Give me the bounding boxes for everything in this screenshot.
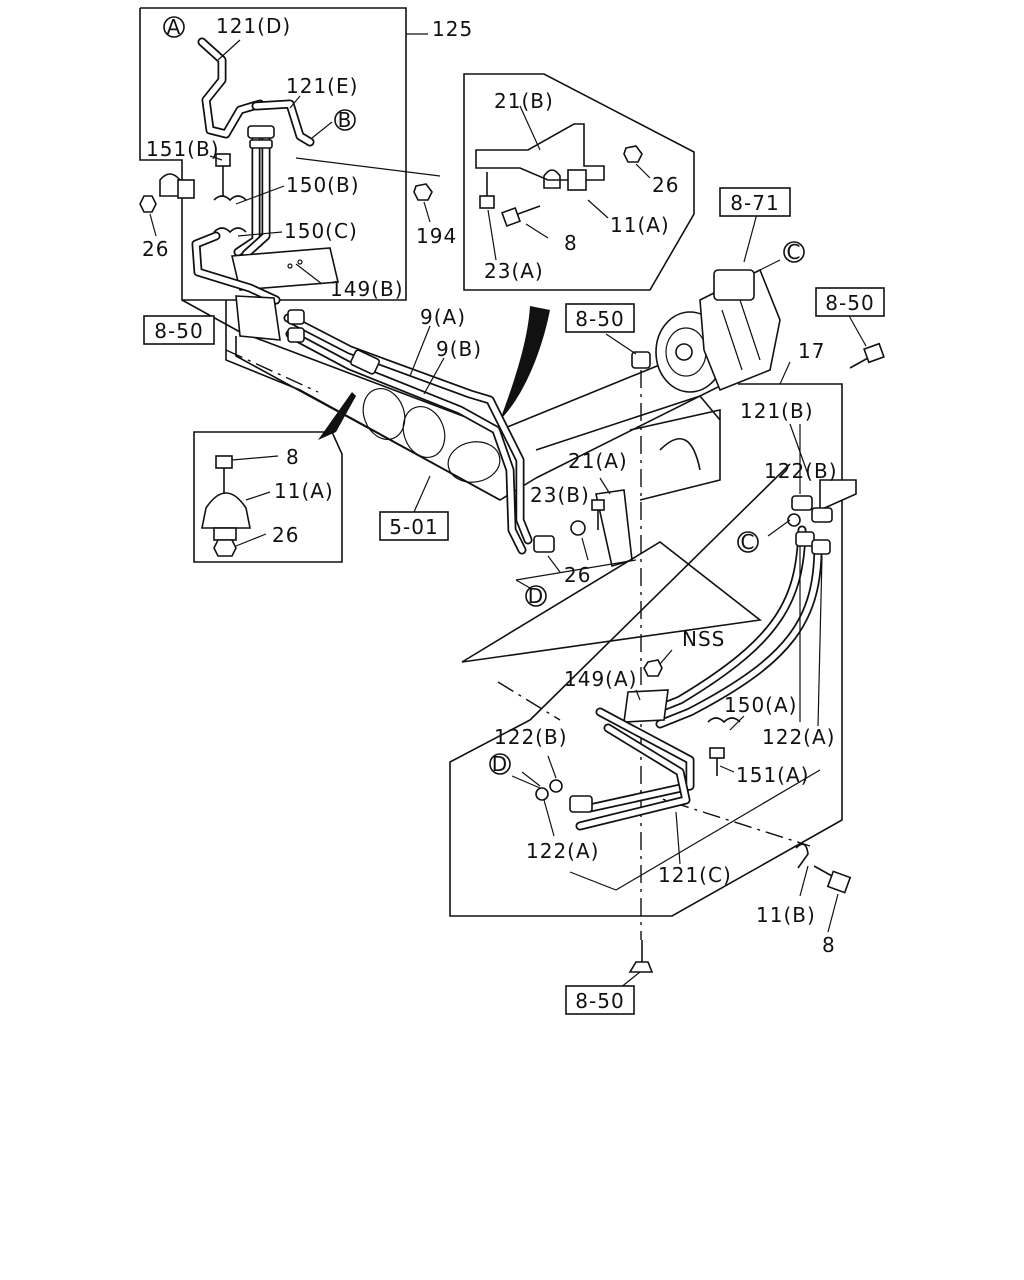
ref-8-71: 8-71 bbox=[730, 191, 779, 215]
compressor bbox=[655, 209, 781, 393]
pipe-9ab bbox=[283, 309, 555, 555]
label-194: 194 bbox=[416, 224, 457, 248]
callout-c-top: C bbox=[783, 240, 805, 264]
callout-d-low-text: D bbox=[492, 752, 508, 776]
ref-8-50-right: 8-50 bbox=[825, 291, 874, 315]
label-150b: 150(B) bbox=[286, 173, 360, 197]
label-8-clamp: 8 bbox=[286, 445, 300, 469]
label-122b-top: 122(B) bbox=[764, 459, 838, 483]
detail-box-125 bbox=[139, 7, 441, 305]
label-21b: 21(B) bbox=[494, 89, 554, 113]
ref-8-50-bottom: 8-50 bbox=[575, 989, 624, 1013]
bracket-21a bbox=[515, 477, 637, 589]
callout-c-right-text: C bbox=[741, 530, 756, 554]
label-121d: 121(D) bbox=[216, 14, 291, 38]
label-26-left: 26 bbox=[142, 237, 169, 261]
callout-c-top-text: C bbox=[787, 240, 802, 264]
label-11b: 11(B) bbox=[756, 903, 816, 927]
label-121c: 121(C) bbox=[658, 863, 732, 887]
label-26-clamp: 26 bbox=[272, 523, 299, 547]
callout-b-text: B bbox=[338, 108, 353, 132]
callout-c-right: C bbox=[737, 530, 759, 554]
label-21a: 21(A) bbox=[568, 449, 628, 473]
label-17: 17 bbox=[798, 339, 825, 363]
ref-box-5-01: 5-01 bbox=[379, 511, 449, 541]
label-26-mid: 26 bbox=[564, 563, 591, 587]
pointer-wedge-left bbox=[318, 392, 356, 440]
label-121e: 121(E) bbox=[286, 74, 358, 98]
label-8-box: 8 bbox=[564, 231, 578, 255]
detail-box-17 bbox=[449, 361, 857, 933]
ref-8-50-left: 8-50 bbox=[154, 319, 203, 343]
ref-8-50-mid: 8-50 bbox=[575, 307, 624, 331]
label-150c: 150(C) bbox=[284, 219, 358, 243]
label-23b: 23(B) bbox=[530, 483, 590, 507]
centerline-8-50 bbox=[605, 313, 885, 989]
label-11a-clamp: 11(A) bbox=[274, 479, 334, 503]
callout-a-text: A bbox=[167, 15, 182, 39]
label-125: 125 bbox=[432, 17, 473, 41]
label-122b-low: 122(B) bbox=[494, 725, 568, 749]
label-23a: 23(A) bbox=[484, 259, 544, 283]
ref-box-8-50-mid: 8-50 bbox=[565, 303, 635, 333]
callout-d-mid-text: D bbox=[528, 584, 544, 608]
label-122a-right: 122(A) bbox=[762, 725, 835, 749]
label-11a-box: 11(A) bbox=[610, 213, 670, 237]
label-121b: 121(B) bbox=[740, 399, 814, 423]
label-9a: 9(A) bbox=[420, 305, 466, 329]
label-122a-low: 122(A) bbox=[526, 839, 599, 863]
detail-box-21b bbox=[463, 73, 695, 291]
label-151a: 151(A) bbox=[736, 763, 809, 787]
nut-194 bbox=[413, 183, 433, 223]
label-150a: 150(A) bbox=[724, 693, 797, 717]
ref-box-8-71: 8-71 bbox=[719, 187, 791, 217]
pointer-wedge-top bbox=[500, 306, 550, 420]
label-151b: 151(B) bbox=[146, 137, 220, 161]
label-8-low: 8 bbox=[822, 933, 836, 957]
callout-d-mid: D bbox=[525, 584, 547, 608]
part-labels: 121(D) 125 121(E) 151(B) 150(B) 150(C) 1… bbox=[142, 14, 838, 957]
label-nss: NSS bbox=[682, 627, 725, 651]
callout-b: B bbox=[334, 108, 356, 132]
callout-d-low: D bbox=[489, 752, 511, 776]
label-149a: 149(A) bbox=[564, 667, 637, 691]
ref-box-8-50-left: 8-50 bbox=[143, 315, 215, 345]
detail-box-clamp bbox=[193, 431, 343, 563]
ref-box-8-50-right: 8-50 bbox=[815, 287, 885, 317]
ref-5-01: 5-01 bbox=[389, 515, 438, 539]
callout-a: A bbox=[163, 15, 185, 39]
label-149b: 149(B) bbox=[330, 277, 404, 301]
label-26-box: 26 bbox=[652, 173, 679, 197]
label-9b: 9(B) bbox=[436, 337, 482, 361]
clamp-26-left bbox=[139, 173, 195, 237]
ref-box-8-50-bottom: 8-50 bbox=[565, 985, 635, 1015]
